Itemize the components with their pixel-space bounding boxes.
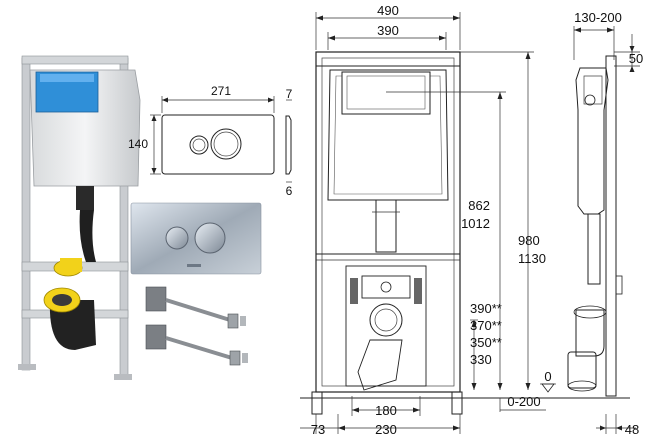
front-top-dimensions	[315, 12, 461, 50]
side-view-drawing	[560, 26, 640, 434]
frame-photo	[18, 55, 141, 380]
drain-330: 330	[470, 352, 492, 367]
front-bottom-dimensions	[300, 396, 461, 434]
plate-height-label: 140	[128, 137, 148, 151]
flush-plate-photo	[130, 202, 262, 275]
drain-350: 350**	[470, 335, 502, 350]
bottom-180: 180	[375, 403, 397, 418]
drain-370: 370**	[470, 318, 502, 333]
floor-offset-label: 0-200	[507, 394, 540, 409]
front-height-dimensions	[460, 51, 556, 412]
bottom-73: 73	[311, 422, 325, 437]
height-980: 980	[518, 233, 540, 248]
height-862: 862	[468, 198, 490, 213]
floor-zero-label: 0	[544, 369, 551, 384]
flush-plate-drawing	[150, 96, 292, 183]
drain-390: 390**	[470, 301, 502, 316]
plate-depth-top-label: 7	[286, 87, 293, 101]
height-1012: 1012	[461, 216, 490, 231]
plate-depth-bottom-label: 6	[286, 184, 293, 198]
side-depth-label: 130-200	[574, 10, 622, 25]
height-1130: 1130	[518, 251, 546, 266]
wall-brackets-photo	[145, 286, 248, 366]
bottom-230: 230	[375, 422, 397, 437]
front-view-drawing	[300, 51, 560, 415]
side-top-50: 50	[629, 51, 643, 66]
front-width-490: 490	[377, 3, 399, 18]
front-width-390: 390	[377, 23, 399, 38]
side-bottom-48: 48	[625, 422, 639, 437]
plate-width-label: 271	[211, 84, 231, 98]
